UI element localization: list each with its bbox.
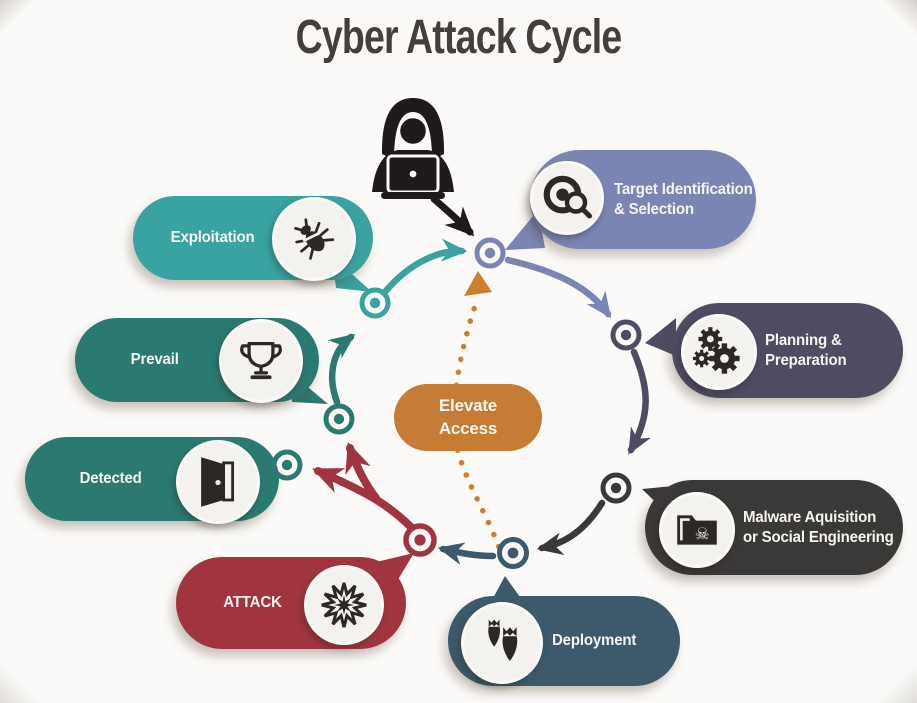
stage-label: Exploitation <box>170 229 255 246</box>
arc-exploitation-to-target <box>381 238 468 296</box>
folder-skull-icon: ☠ <box>659 492 735 568</box>
gears-icon <box>681 314 757 390</box>
stage-pill-exploitation: Exploitation <box>133 196 373 281</box>
node-prevail <box>323 403 355 435</box>
bombs-icon <box>461 602 543 684</box>
node-attack <box>403 523 437 557</box>
stage-pill-prevail: Prevail <box>75 318 319 403</box>
page-title: Cyber Attack Cycle <box>295 11 623 64</box>
hacker-laptop-icon <box>372 98 454 199</box>
starburst-icon <box>304 565 384 645</box>
node-deployment <box>497 537 529 569</box>
arc-malware-to-deployment <box>536 499 606 556</box>
node-malware <box>600 472 632 504</box>
elevate-access-label-line2: Access <box>438 418 498 438</box>
node-exploitation <box>359 287 391 319</box>
open-door-icon <box>176 440 260 524</box>
arc-prevail-to-exploitation <box>327 333 356 406</box>
stage-label: Deployment <box>552 632 637 649</box>
node-target <box>474 237 506 269</box>
stage-pill-attack: ATTACK <box>176 557 406 649</box>
stage-label: ATTACK <box>223 594 282 611</box>
stage-pill-planning-preparation: Planning &Preparation <box>672 303 903 398</box>
stage-label: Detected <box>79 470 142 487</box>
trophy-icon <box>219 319 303 403</box>
node-planning <box>610 319 642 351</box>
svg-text:☠: ☠ <box>695 524 710 543</box>
arc-planning-to-malware <box>627 348 651 455</box>
stage-pill-target-identification: Target Identification& Selection <box>530 150 756 249</box>
stage-label: Target Identification& Selection <box>614 180 753 218</box>
arc-attack-to-detected <box>312 467 418 534</box>
stage-pill-deployment: Deployment <box>448 596 680 686</box>
dotted-path-arrowhead <box>464 271 492 296</box>
cycle-nodes <box>271 237 642 569</box>
stage-label: Planning &Preparation <box>765 331 847 369</box>
planning-pill-tail <box>645 318 676 356</box>
target-search-icon <box>530 161 604 235</box>
arc-deployment-to-attack <box>437 542 497 565</box>
attacker-entry-arrow <box>430 195 475 237</box>
deployment-pill-tail <box>492 576 522 600</box>
elevate-access-label-line1: Elevate <box>438 396 498 416</box>
stage-pill-detected: Detected <box>25 437 279 524</box>
bug-icon <box>272 197 356 281</box>
elevate-access-pill: Elevate Access <box>394 384 542 451</box>
arc-target-to-planning <box>504 256 612 319</box>
stage-label: Prevail <box>130 351 179 368</box>
arc-attack-to-prevail <box>345 441 380 502</box>
